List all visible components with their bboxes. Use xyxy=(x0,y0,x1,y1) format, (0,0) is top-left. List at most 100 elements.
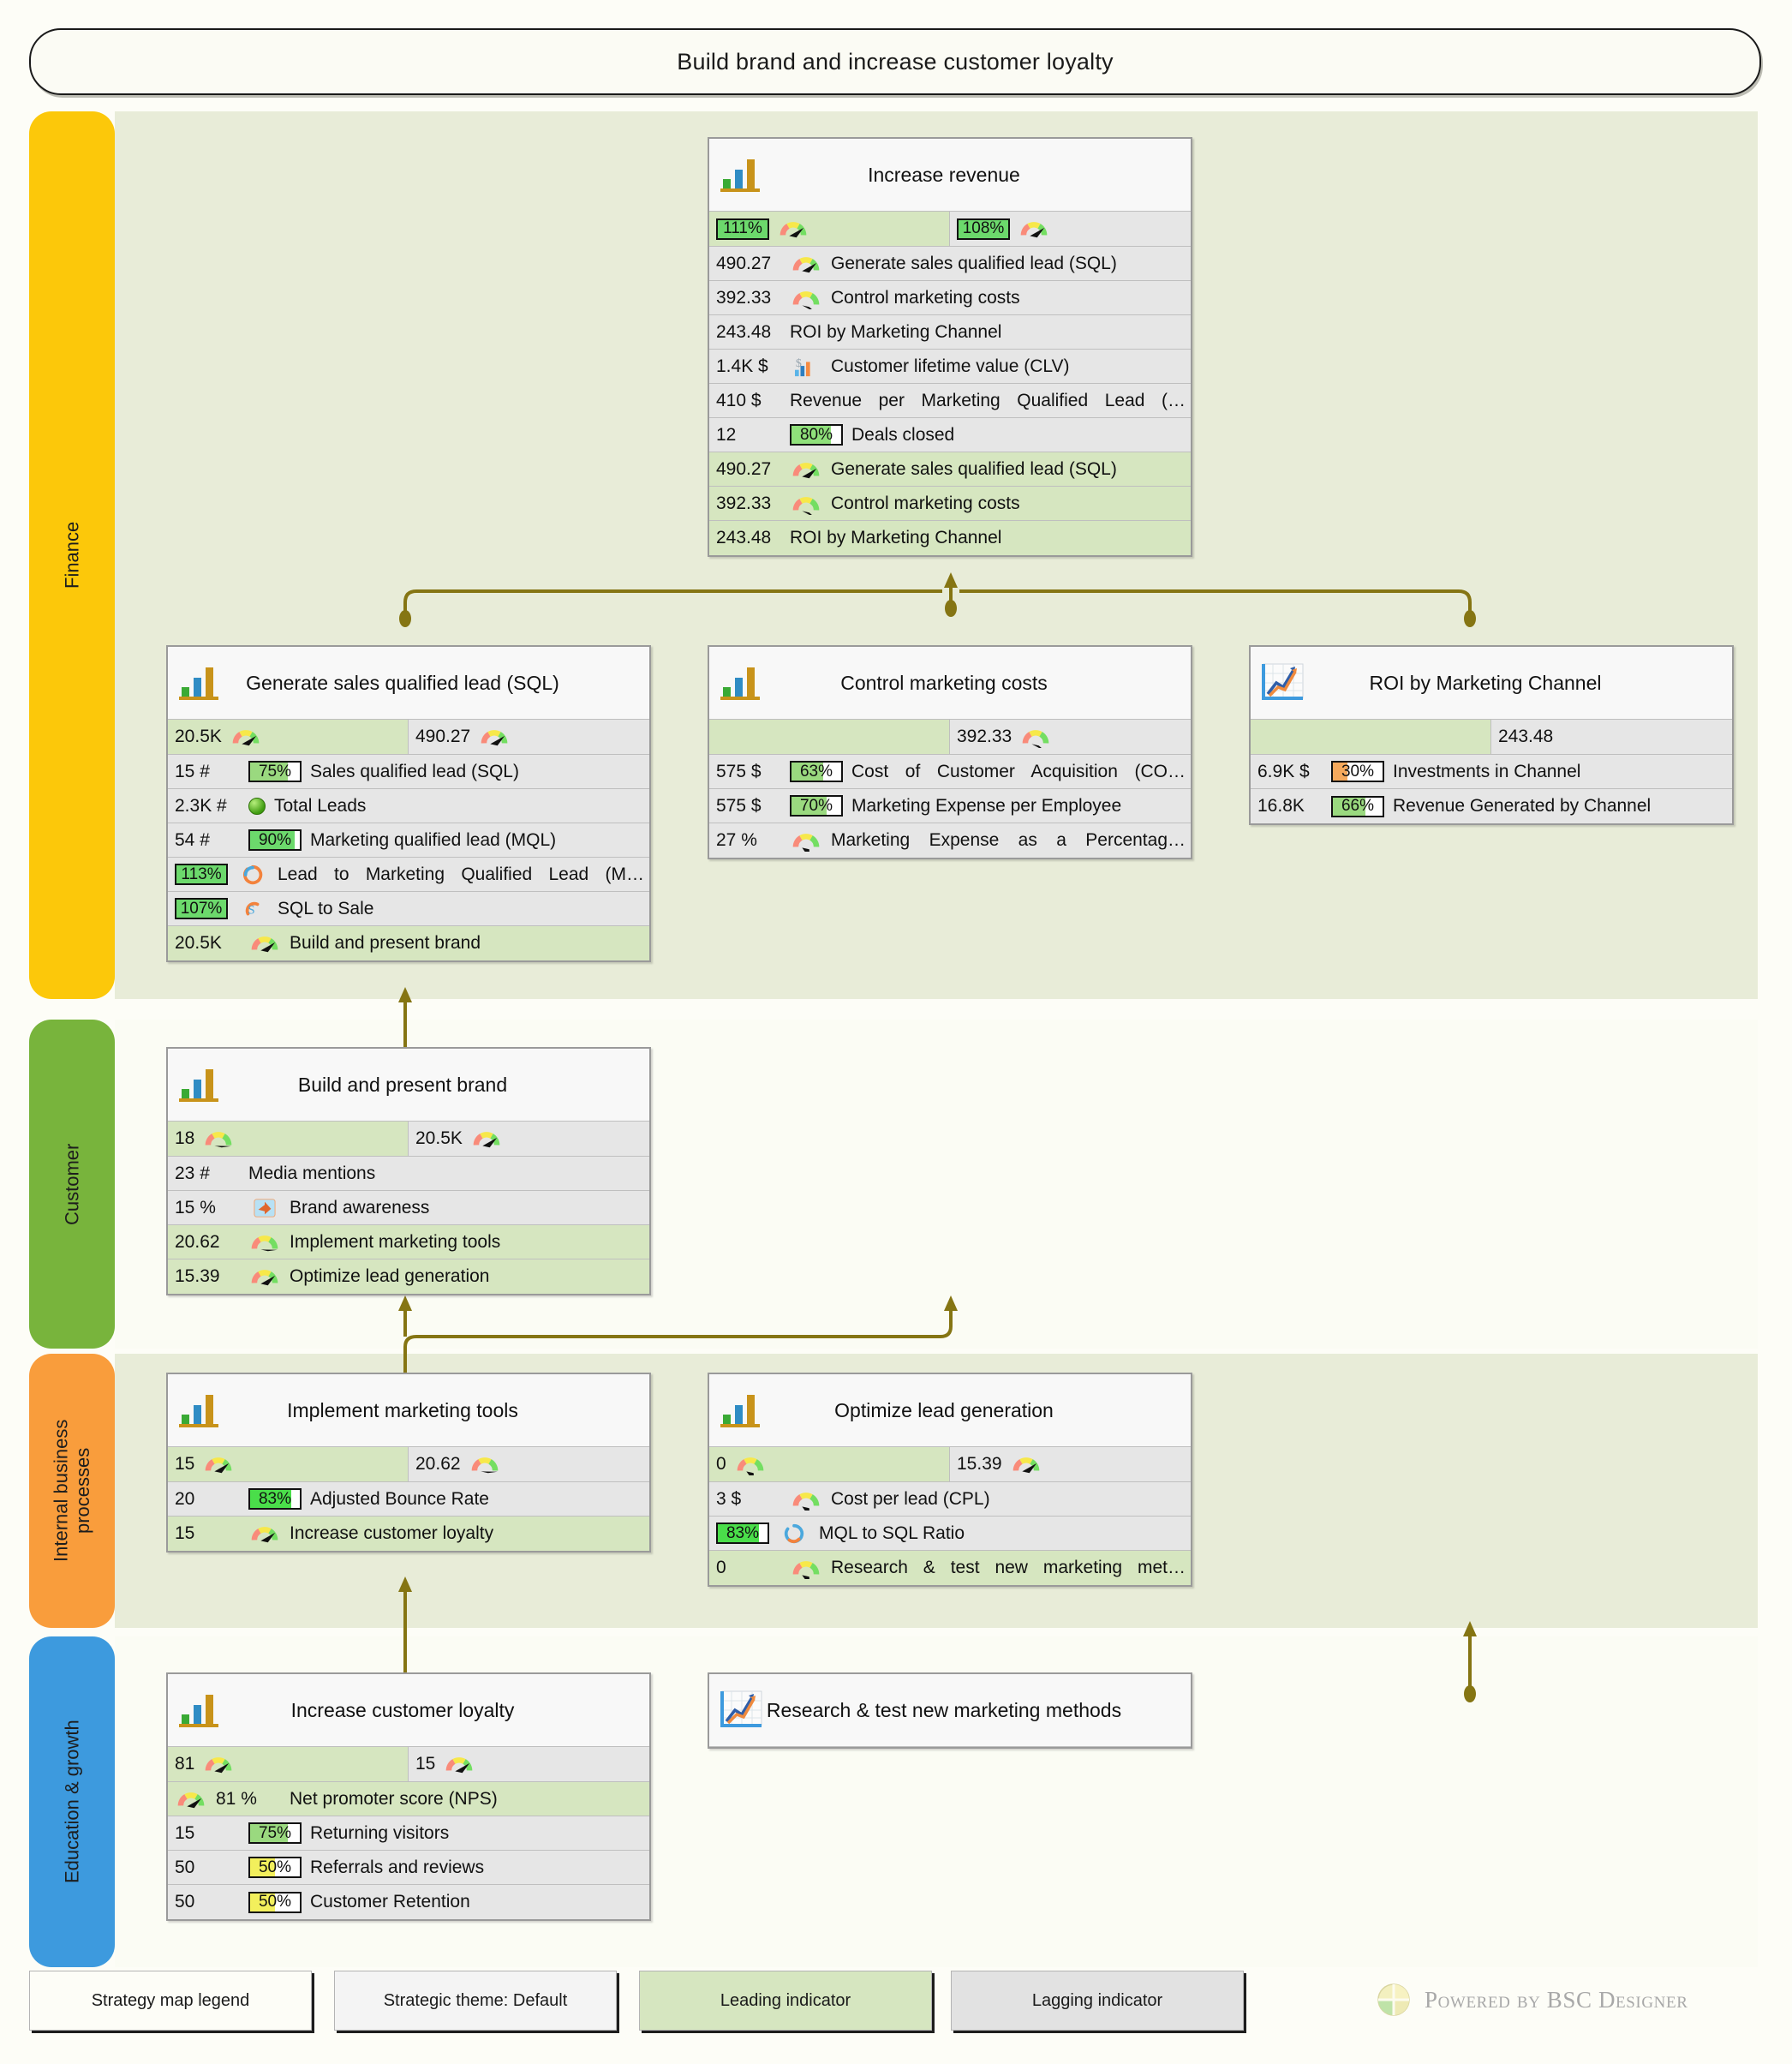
legend-item-strategy-map-legend[interactable]: Strategy map legend xyxy=(29,1971,312,2031)
kpi-value: 20 xyxy=(175,1488,195,1509)
progress-badge: 30% xyxy=(1331,761,1384,782)
kpi-label: Marketing qualified lead (MQL) xyxy=(310,829,557,850)
perspective-label-internal: Internal business processes xyxy=(50,1419,93,1563)
kpi-row[interactable]: 12 80%Deals closed xyxy=(709,418,1191,452)
summary-cell-lag: 20.5K xyxy=(409,1122,649,1156)
cycle-icon xyxy=(243,864,263,884)
kpi-row[interactable]: 23 #Media mentions xyxy=(168,1157,649,1191)
legend-item-lagging-indicator[interactable]: Lagging indicator xyxy=(951,1971,1244,2031)
kpi-label: Referrals and reviews xyxy=(310,1857,485,1877)
kpi-row[interactable]: 6.9K $ 30%Investments in Channel xyxy=(1251,755,1732,789)
gauge-high-icon xyxy=(473,1132,500,1148)
kpi-row[interactable]: 81 %Net promoter score (NPS) xyxy=(168,1782,649,1816)
kpi-label: Net promoter score (NPS) xyxy=(290,1788,498,1809)
progress-badge: 111% xyxy=(716,218,769,240)
legend-label: Strategic theme: Default xyxy=(383,1990,568,2010)
kpi-row[interactable]: 15 75%Returning visitors xyxy=(168,1816,649,1851)
progress-badge: 75% xyxy=(248,761,302,782)
kpi-row[interactable]: 3 $Cost per lead (CPL) xyxy=(709,1482,1191,1517)
kpi-row[interactable]: 83% MQL to SQL Ratio xyxy=(709,1517,1191,1551)
kpi-value: 15 xyxy=(175,1822,195,1843)
legend-item-strategic-theme[interactable]: Strategic theme: Default xyxy=(334,1971,617,2031)
vision-text: Build brand and increase customer loyalt… xyxy=(677,48,1114,75)
bar-chart-icon xyxy=(720,1395,760,1427)
gauge-high-icon xyxy=(481,730,508,746)
gauge-high-icon xyxy=(1012,1457,1039,1474)
kpi-value: 1.4K $ xyxy=(716,356,768,376)
kpi-row[interactable]: 15 % Brand awareness xyxy=(168,1191,649,1225)
kpi-value: 12 xyxy=(716,424,737,445)
progress-badge: 113% xyxy=(175,864,228,885)
cycle-blue-icon xyxy=(784,1523,804,1543)
kpi-label: Increase customer loyalty xyxy=(290,1523,494,1543)
vision-banner: Build brand and increase customer loyalt… xyxy=(29,28,1761,95)
gauge-left-icon xyxy=(792,1492,820,1511)
gauge-high-icon xyxy=(792,256,820,272)
kpi-row[interactable]: 54 # 90%Marketing qualified lead (MQL) xyxy=(168,823,649,858)
gauge-mid-icon xyxy=(251,1235,278,1251)
goal-card-generate-sql[interactable]: Generate sales qualified lead (SQL) 20.5… xyxy=(166,645,651,962)
kpi-value: 575 $ xyxy=(716,761,762,781)
kpi-row[interactable]: 16.8K 66%Revenue Generated by Channel xyxy=(1251,789,1732,823)
kpi-row[interactable]: 50 50%Referrals and reviews xyxy=(168,1851,649,1885)
summary-cell-lag: 20.62 xyxy=(409,1447,649,1481)
kpi-row[interactable]: 410 $ Revenue per Marketing Qualified Lea… xyxy=(709,384,1191,418)
kpi-row[interactable]: 1.4K $ $Customer lifetime value (CLV) xyxy=(709,350,1191,384)
legend-item-leading-indicator[interactable]: Leading indicator xyxy=(639,1971,932,2031)
kpi-row[interactable]: 20 83%Adjusted Bounce Rate xyxy=(168,1482,649,1517)
gauge-high-icon xyxy=(446,1757,473,1774)
progress-badge: 50% xyxy=(248,1891,302,1913)
kpi-row[interactable]: 575 $ 70%Marketing Expense per Employee xyxy=(709,789,1191,823)
kpi-row[interactable]: 243.48 ROI by Marketing Channel xyxy=(709,315,1191,350)
kpi-value: 23 # xyxy=(175,1163,210,1183)
kpi-label: Customer lifetime value (CLV) xyxy=(831,356,1070,376)
summary-cell-lead: 20.5K xyxy=(168,720,409,754)
kpi-row[interactable]: 50 50%Customer Retention xyxy=(168,1885,649,1919)
kpi-row[interactable]: 2.3K #Total Leads xyxy=(168,789,649,823)
kpi-value: 410 $ xyxy=(716,390,762,410)
summary-value: 15.39 xyxy=(957,1454,1002,1474)
kpi-row[interactable]: 113% Lead to Marketing Qualified Lead (M… xyxy=(168,858,649,892)
kpi-row[interactable]: 575 $ 63%Cost of Customer Acquisition (C… xyxy=(709,755,1191,789)
kpi-label: MQL to SQL Ratio xyxy=(819,1523,965,1543)
summary-value: 0 xyxy=(716,1454,726,1474)
green-dot-icon xyxy=(248,797,266,815)
kpi-label: Revenue per Marketing Qualified Lead (… xyxy=(790,390,1186,410)
kpi-row[interactable]: 15 # 75%Sales qualified lead (SQL) xyxy=(168,755,649,789)
kpi-label: ROI by Marketing Channel xyxy=(790,321,1002,342)
progress-badge: 108% xyxy=(957,218,1010,240)
summary-cell-lag: 243.48 xyxy=(1491,720,1732,754)
goal-card-research-test-methods[interactable]: Research & test new marketing methods xyxy=(708,1672,1192,1749)
card-header: Generate sales qualified lead (SQL) xyxy=(168,647,649,720)
kpi-value: 243.48 xyxy=(716,321,772,342)
kpi-row[interactable]: 27 %Marketing Expense as a Percentag… xyxy=(709,823,1191,858)
summary-value: 18 xyxy=(175,1128,195,1148)
gauge-high-icon xyxy=(251,1527,278,1543)
card-title: Build and present brand xyxy=(297,1073,508,1096)
progress-badge: 80% xyxy=(790,424,843,446)
band-stripe xyxy=(29,1636,115,1967)
kpi-value: 27 % xyxy=(716,830,757,850)
summary-value: 243.48 xyxy=(1498,727,1554,746)
brand-watermark: Powered by BSC Designer xyxy=(1375,1981,1687,2019)
